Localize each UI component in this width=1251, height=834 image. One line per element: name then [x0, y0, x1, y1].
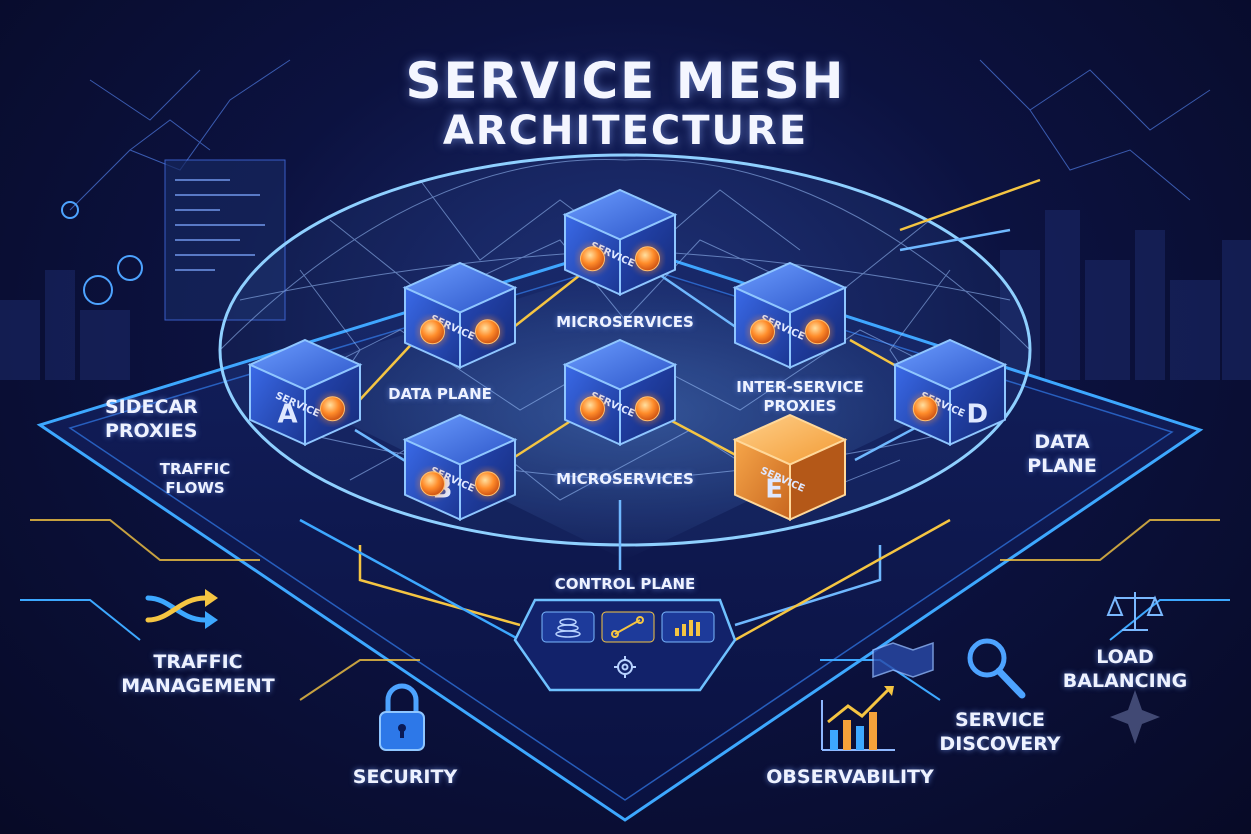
service-cube-3[interactable]: SERVICE: [562, 188, 678, 297]
magnifier-icon: [967, 638, 1026, 699]
label-traffic-flows: TRAFFIC FLOWS: [159, 460, 231, 497]
padlock-icon: [379, 683, 425, 751]
balance-scale-icon: [1106, 592, 1164, 631]
sparkle-icon: [1110, 690, 1160, 744]
shield-icon: [61, 201, 143, 305]
service-cube-5[interactable]: SERVICE: [562, 338, 678, 447]
service-cube-letter: E: [765, 475, 783, 505]
shuffle-arrows-icon: [145, 589, 218, 629]
label-observability: OBSERVABILITY: [766, 766, 934, 788]
label-security: SECURITY: [352, 766, 458, 788]
map-icon: [872, 641, 934, 679]
label-control-plane: CONTROL PLANE: [554, 575, 696, 593]
sidecar-proxy[interactable]: [420, 319, 445, 345]
label-load-balancing: LOAD BALANCING: [1062, 646, 1188, 692]
sidecar-proxy[interactable]: [805, 319, 830, 345]
service-cube-4[interactable]: SERVICE: [732, 261, 848, 370]
service-cube-letter: A: [278, 400, 298, 430]
label-inter-service-proxies: INTER-SERVICE PROXIES: [736, 378, 864, 415]
link-icon: [611, 616, 644, 638]
city-skyline: [0, 210, 1251, 380]
sidecar-proxy[interactable]: [580, 246, 605, 272]
sidecar-proxy[interactable]: [475, 471, 500, 497]
label-sidecar-proxies: SIDECAR PROXIES: [105, 396, 198, 442]
label-traffic-management: TRAFFIC MANAGEMENT: [121, 651, 275, 697]
control-icon-3[interactable]: [661, 611, 715, 643]
sidecar-proxy[interactable]: [320, 396, 345, 422]
label-data-plane-center: DATA PLANE: [388, 385, 492, 403]
layers-icon: [555, 618, 581, 638]
service-cube-letter: D: [967, 400, 989, 430]
sidecar-proxy[interactable]: [475, 319, 500, 345]
sidecar-proxy[interactable]: [912, 396, 938, 422]
sidecar-proxy[interactable]: [420, 471, 445, 497]
code-panel: [164, 159, 286, 321]
sidecar-proxy[interactable]: [635, 396, 660, 422]
bar-chart-trend-icon: [821, 686, 895, 751]
label-service-discovery: SERVICE DISCOVERY: [939, 709, 1061, 755]
sidecar-proxy[interactable]: [635, 246, 660, 272]
control-icon-1[interactable]: [541, 611, 595, 643]
label-microservices-top: MICROSERVICES: [556, 313, 694, 331]
service-cube-2[interactable]: SERVICE: [402, 261, 518, 370]
gear-icon: [614, 656, 636, 678]
label-data-plane-right: DATA PLANE: [1027, 431, 1097, 477]
title-line-1: SERVICE MESH: [405, 52, 846, 110]
bars-icon: [675, 620, 700, 636]
circuit-traces: [20, 519, 1230, 701]
network-decoration-right: [979, 59, 1211, 201]
sidecar-proxy[interactable]: [580, 396, 605, 422]
control-plane-panel[interactable]: [513, 598, 737, 692]
sidecar-proxy[interactable]: [750, 319, 775, 345]
title-line-2: ARCHITECTURE: [442, 108, 809, 154]
label-microservices-mid: MICROSERVICES: [556, 470, 694, 488]
service-cube-b[interactable]: SERVICEB: [402, 413, 518, 522]
